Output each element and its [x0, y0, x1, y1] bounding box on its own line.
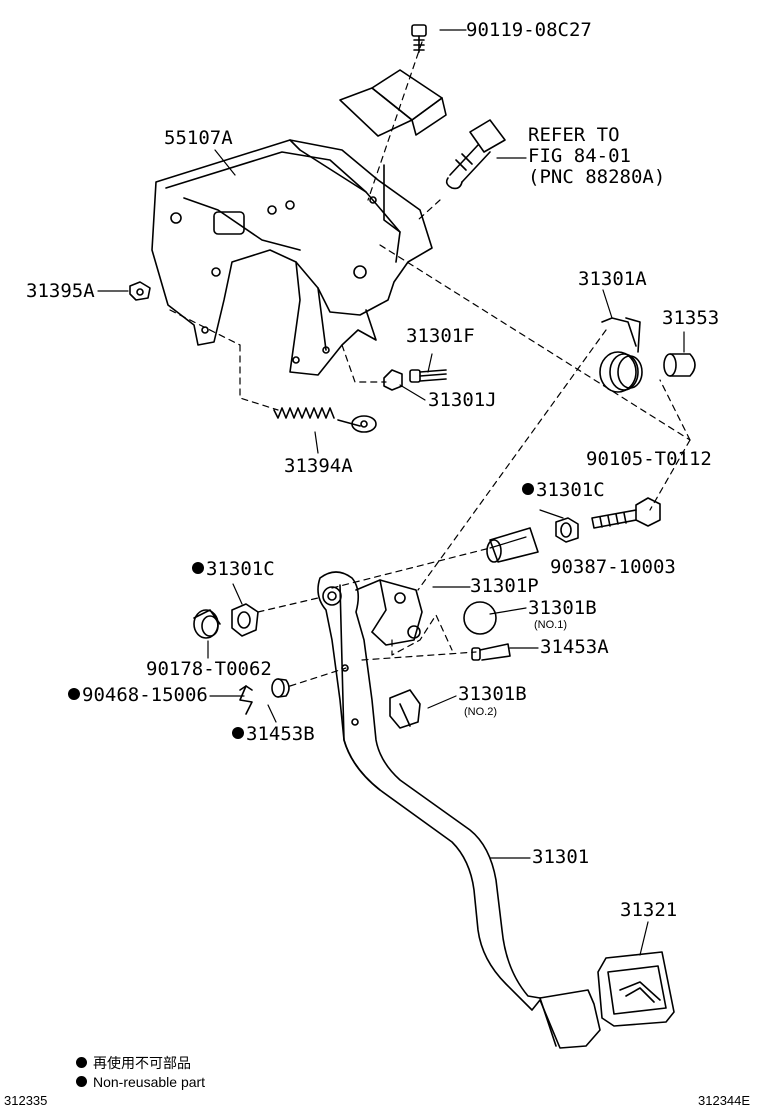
pedal-bracket — [151, 139, 433, 376]
label-31395a: 31395A — [26, 280, 95, 302]
label-refer-line2: FIG 84-01 — [528, 145, 631, 167]
bolt-31453A — [471, 643, 511, 661]
label-31353: 31353 — [662, 307, 720, 329]
legend-line-japanese: 再使用不可部品 — [76, 1056, 191, 1070]
legend-dot — [76, 1057, 87, 1068]
sleeve-90387 — [486, 527, 539, 563]
label-31301b-no2-sub: (NO.2) — [464, 706, 497, 718]
label-90119-08c27: 90119-08C27 — [466, 19, 592, 41]
label-31301b-no1: 31301B — [528, 597, 597, 619]
figure-code-left: 312335 — [4, 1093, 48, 1108]
cushion-31301B-no1 — [463, 601, 497, 635]
label-refer-line3: (PNC 88280A) — [528, 166, 666, 188]
clip-pin-90468 — [239, 685, 253, 715]
label-31453b: 31453B — [232, 725, 315, 744]
label-31301c-right: 31301C — [522, 481, 605, 500]
label-31301c-left: 31301C — [192, 560, 275, 579]
clip-plate — [339, 69, 447, 137]
non-reusable-dot — [232, 727, 244, 739]
collar-31301C-left — [231, 603, 259, 637]
figure-code-right: 312344E — [698, 1093, 751, 1108]
label-31301a: 31301A — [578, 268, 647, 290]
label-31321: 31321 — [620, 899, 678, 921]
label-90105-t0112: 90105-T0112 — [586, 448, 712, 470]
label-90387-10003: 90387-10003 — [550, 556, 676, 578]
spring-31394A — [273, 407, 377, 433]
label-31301: 31301 — [532, 846, 590, 868]
label-55107a: 55107A — [164, 127, 233, 149]
label-31301j: 31301J — [428, 389, 497, 411]
leader-lines — [97, 29, 685, 956]
bushing-31353 — [663, 353, 696, 377]
clip-31395A — [129, 281, 151, 301]
non-reusable-dot — [192, 562, 204, 574]
label-90178-t0062: 90178-T0062 — [146, 658, 272, 680]
stop-lamp-switch — [445, 119, 506, 190]
bushing-90178 — [193, 609, 221, 639]
label-31453a: 31453A — [540, 636, 609, 658]
legend-line-english: Non-reusable part — [76, 1075, 205, 1089]
label-refer-line1: REFER TO — [528, 124, 620, 146]
label-31394a: 31394A — [284, 455, 353, 477]
legend-dot — [76, 1076, 87, 1087]
nut-bolt-31301F — [383, 369, 447, 391]
label-90468-15006: 90468-15006 — [68, 686, 208, 705]
bushing-31453B — [271, 678, 290, 698]
label-31301b-no2: 31301B — [458, 683, 527, 705]
non-reusable-dot — [68, 688, 80, 700]
label-31301b-no1-sub: (NO.1) — [534, 619, 567, 631]
bolt-90105 — [555, 497, 661, 543]
return-spring-31301A — [599, 317, 643, 393]
pedal-arm-31301 — [317, 571, 601, 1049]
cushion-31301B-no2 — [389, 689, 421, 729]
screw-90119 — [411, 24, 427, 53]
label-31301f: 31301F — [406, 325, 475, 347]
label-31301p: 31301P — [470, 575, 539, 597]
pedal-pad-31321 — [597, 951, 675, 1027]
non-reusable-dot — [522, 483, 534, 495]
